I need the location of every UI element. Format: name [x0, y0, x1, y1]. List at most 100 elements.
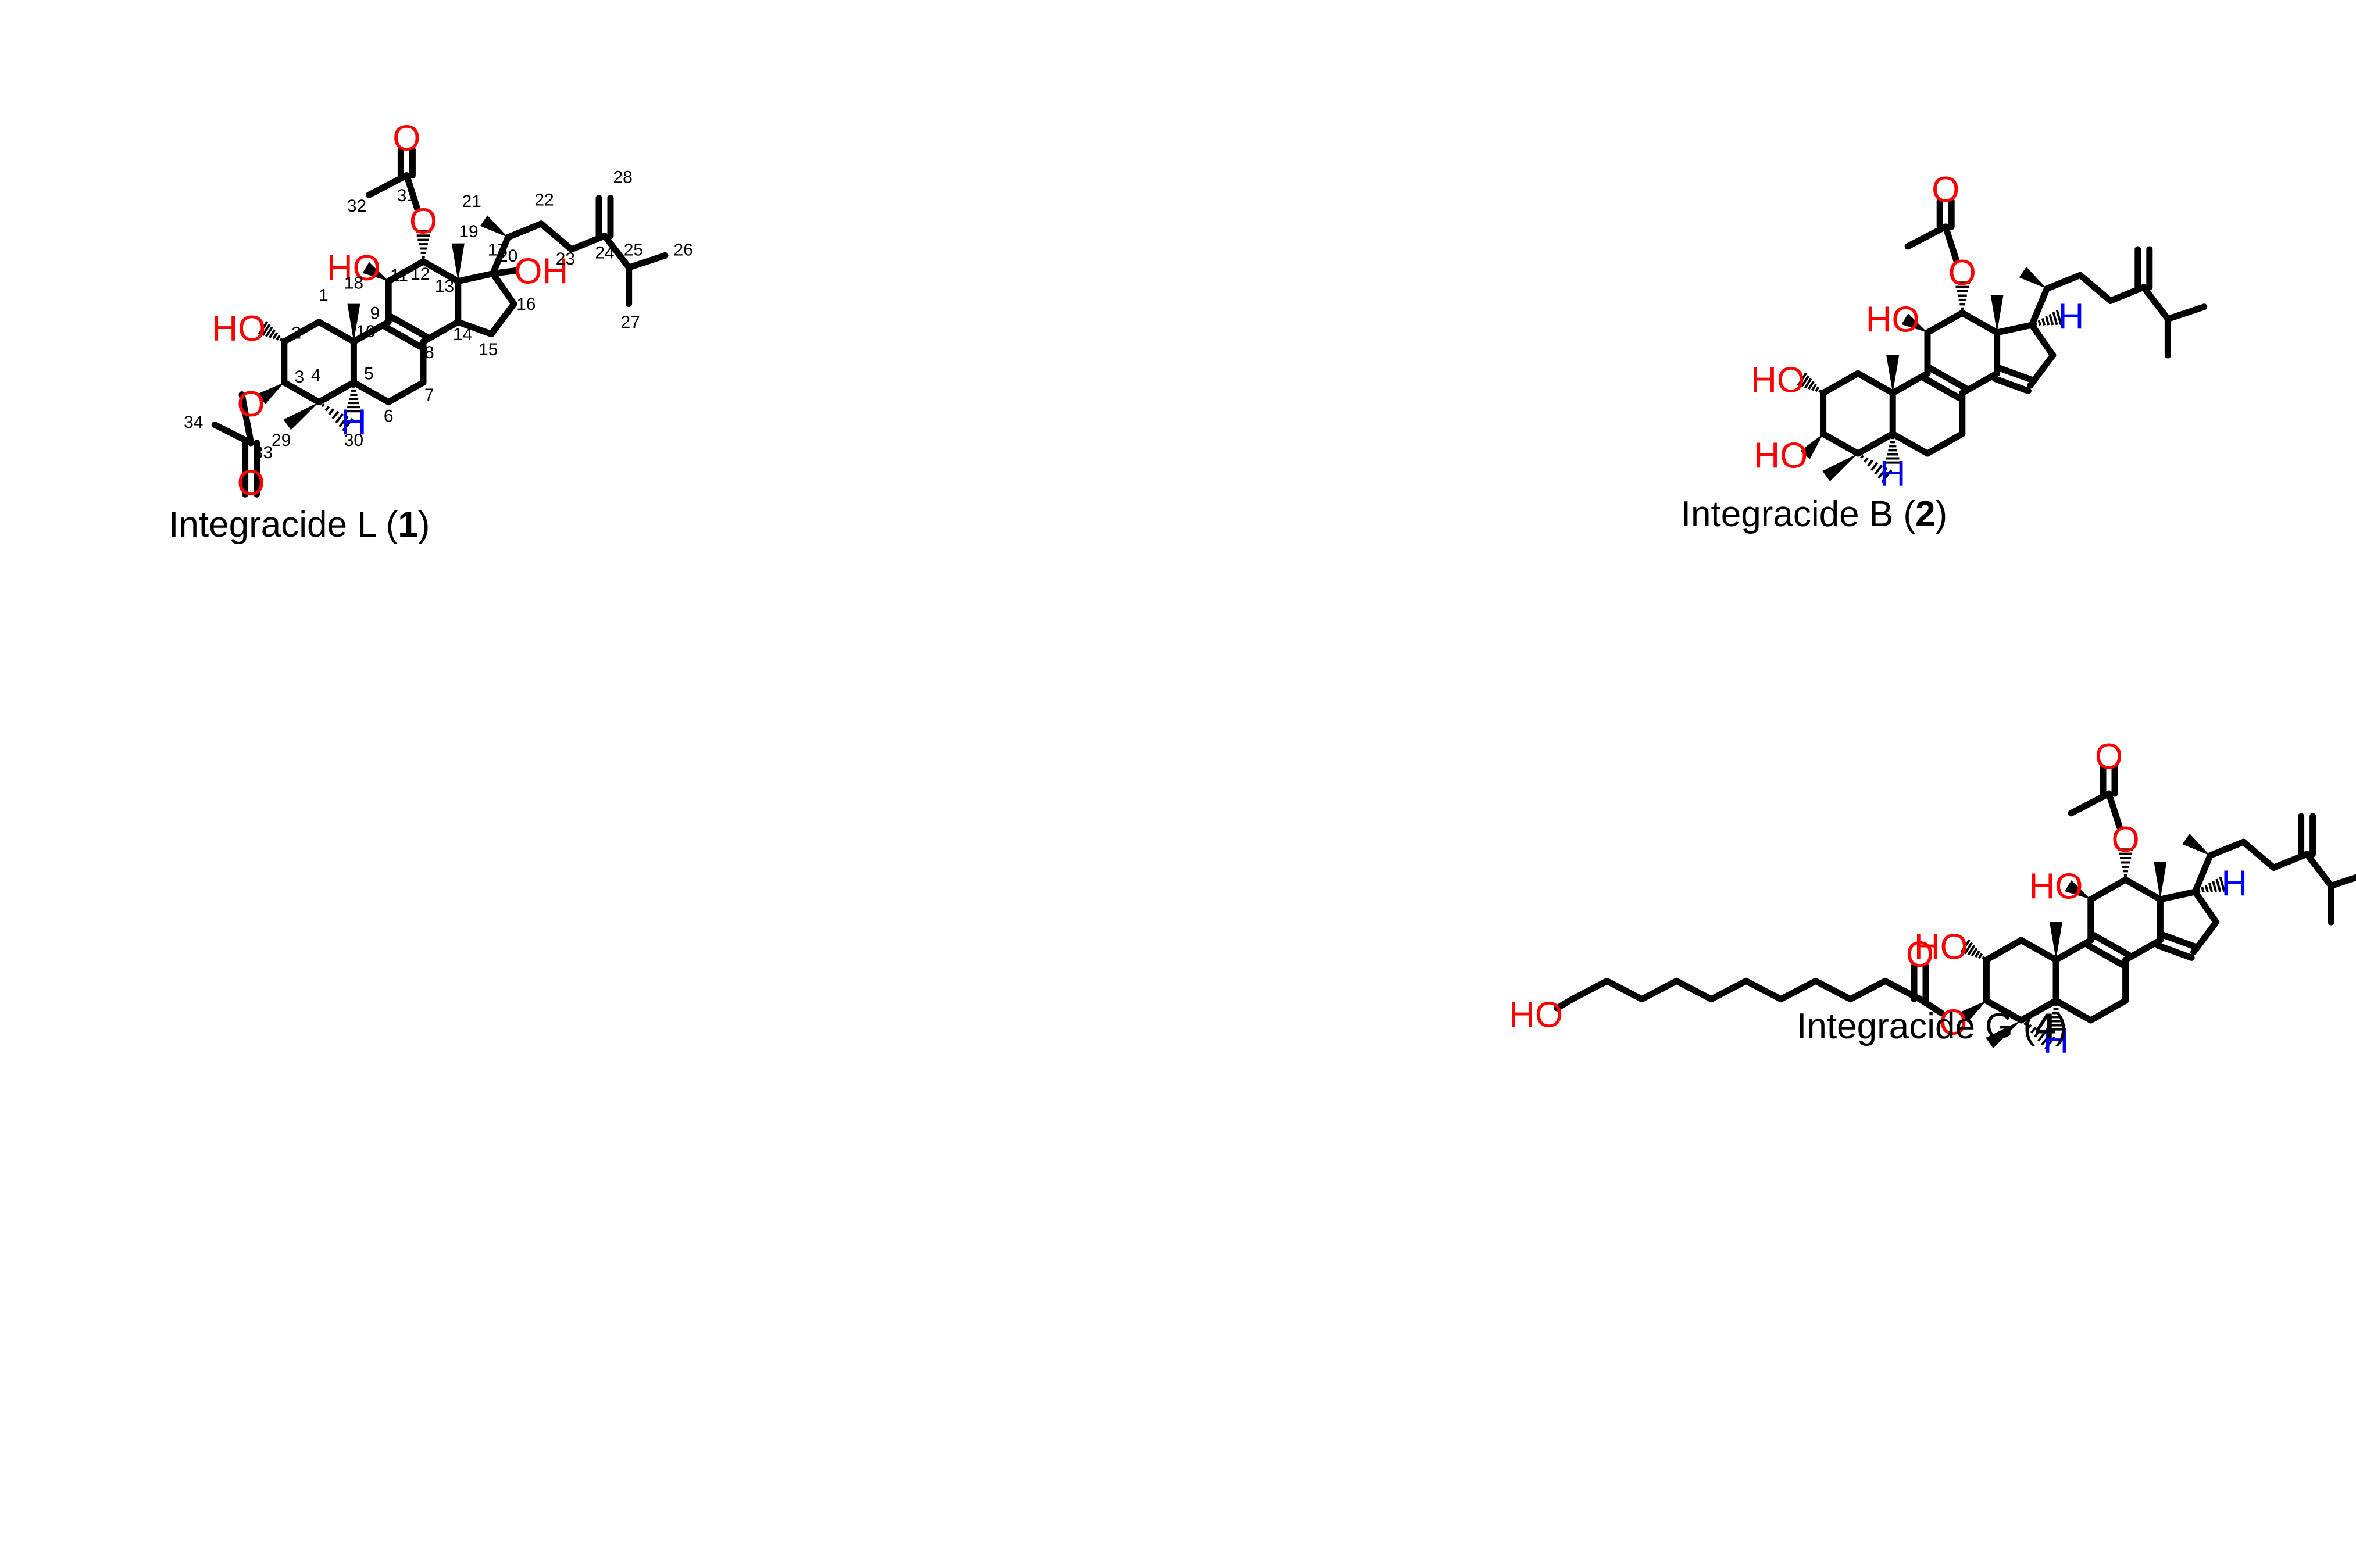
- ring-bond: [2087, 876, 2129, 903]
- methyl-wedge: [2154, 862, 2167, 899]
- ring-bond: [1959, 309, 2001, 336]
- carbonyl-oxygen-3: O: [1906, 935, 1934, 975]
- ring-bond: [2052, 937, 2094, 963]
- methyl-wedge: [2182, 833, 2211, 856]
- hydrogen-17-label: H: [2221, 863, 2247, 903]
- side-chain-bond: [2207, 838, 2247, 859]
- hydroxy-hash: [1971, 947, 1978, 957]
- ester-bond: [1916, 996, 1944, 1016]
- locant-8: 8: [424, 343, 434, 362]
- methyl-hash: [2037, 1031, 2046, 1042]
- hydroxy-bond: [490, 267, 519, 277]
- ester-oxygen-12: O: [2111, 820, 2139, 860]
- double-bond-c8-c9: [2084, 942, 2126, 969]
- locant-34: 34: [184, 413, 203, 432]
- acetyl-methyl-bond: [1904, 223, 1949, 250]
- ring-bond: [316, 379, 357, 406]
- ring-bond: [2191, 888, 2220, 926]
- ring-bond: [1854, 370, 1896, 397]
- carbonyl-oxygen-3: O: [237, 463, 265, 503]
- locant-26: 26: [674, 240, 693, 259]
- h17-hash: [2219, 876, 2226, 892]
- double-bond-c8-c9: [1921, 375, 1963, 402]
- hydroxy-hash: [272, 332, 279, 340]
- side-chain-bond: [538, 220, 575, 253]
- ring-bond: [420, 319, 462, 345]
- ring-bond: [2122, 876, 2164, 903]
- locant-19: 19: [459, 222, 478, 241]
- methyl-hash: [1864, 457, 1869, 463]
- methyl-hash: [338, 415, 349, 428]
- hydroxy-3-label: HO: [1754, 436, 1808, 476]
- locant-9: 9: [370, 304, 380, 323]
- side-chain-bond: [2043, 272, 2084, 292]
- alkyl-chain-bond: [1639, 977, 1680, 1003]
- carbonyl-oxygen-12: O: [2095, 737, 2123, 777]
- caption-c2: Integracide B (2): [1681, 494, 1947, 534]
- h17-hash: [2041, 317, 2046, 326]
- ring-bond: [2157, 888, 2198, 903]
- ring-bond: [2018, 937, 2059, 963]
- alkyl-chain-bond: [1777, 977, 1819, 1003]
- compound-captions: Integracide L (1)Integracide B (2)Integr…: [169, 494, 2067, 1046]
- methyl-hash: [324, 406, 330, 412]
- acetyl-methyl-bond: [365, 172, 410, 198]
- double-bond-c8-c9: [388, 313, 430, 340]
- locant-20: 20: [498, 247, 517, 266]
- locant-7: 7: [424, 385, 434, 405]
- hydroxy-hash: [1977, 953, 1983, 959]
- side-chain-bond: [601, 233, 633, 271]
- caption-c4: Integracide G (4): [1797, 1006, 2067, 1046]
- alkyl-chain-bond: [1604, 977, 1645, 1003]
- methyl-hash: [1870, 462, 1879, 471]
- ester-bond: [238, 391, 255, 447]
- ester-wedge: [1959, 1001, 1987, 1023]
- locant-24: 24: [595, 244, 614, 263]
- locant-1: 1: [319, 285, 329, 305]
- ring-bond: [1959, 370, 2001, 397]
- ester-oxygen-3: O: [237, 384, 265, 424]
- locant-31: 31: [397, 186, 416, 205]
- side-chain-bond: [2028, 285, 2050, 328]
- hydroxy-11-label: HO: [2029, 867, 2083, 907]
- methyl-hash: [342, 418, 354, 432]
- ring-bond: [1820, 430, 1861, 457]
- hydroxy-11-label: HO: [1866, 300, 1920, 340]
- double-bond-c14-c15: [2155, 942, 2195, 961]
- alkyl-chain-bond: [1569, 977, 1611, 1003]
- double-bond-c14-c15: [1996, 365, 2036, 384]
- alkyl-chain-bond: [1847, 977, 1889, 1003]
- locant-32: 32: [347, 197, 366, 216]
- locant-3: 3: [294, 367, 304, 387]
- methyl-hash: [1877, 467, 1888, 479]
- hydroxy-hash: [276, 335, 281, 341]
- ring-bond: [316, 319, 357, 345]
- ring-bond: [2087, 997, 2129, 1024]
- hydroxy-hash: [1974, 950, 1980, 958]
- locant-10: 10: [356, 322, 376, 341]
- locant-29: 29: [272, 431, 291, 450]
- methyl-wedge: [2019, 266, 2047, 289]
- ring-bond: [2122, 937, 2164, 963]
- alkyl-chain-bond: [1743, 977, 1784, 1003]
- methyl-hash: [321, 403, 325, 408]
- alkyl-chain-bond: [1812, 977, 1854, 1003]
- terminal-hydroxy-label: HO: [1509, 995, 1563, 1035]
- ester-oxygen-12: O: [409, 202, 437, 242]
- ring-bond: [350, 379, 392, 406]
- alkyl-chain-bond: [1708, 977, 1750, 1003]
- side-chain-bond: [2328, 874, 2356, 890]
- methyl-hash: [1860, 455, 1864, 459]
- hydroxy-bond: [1554, 996, 1576, 1012]
- hydroxy-2-label: HO: [1914, 927, 1968, 967]
- ring-bond: [281, 319, 323, 345]
- hydroxy-hash: [265, 326, 273, 338]
- ring-bond: [2052, 997, 2094, 1024]
- acetoxy-wedge: [258, 382, 284, 405]
- hydrogen-5-label: H: [2043, 1021, 2069, 1061]
- ring-bond: [281, 379, 323, 406]
- hydroxy-hash: [1960, 939, 1971, 953]
- ester-bond: [1942, 223, 1959, 263]
- methyl-wedge: [1822, 453, 1858, 481]
